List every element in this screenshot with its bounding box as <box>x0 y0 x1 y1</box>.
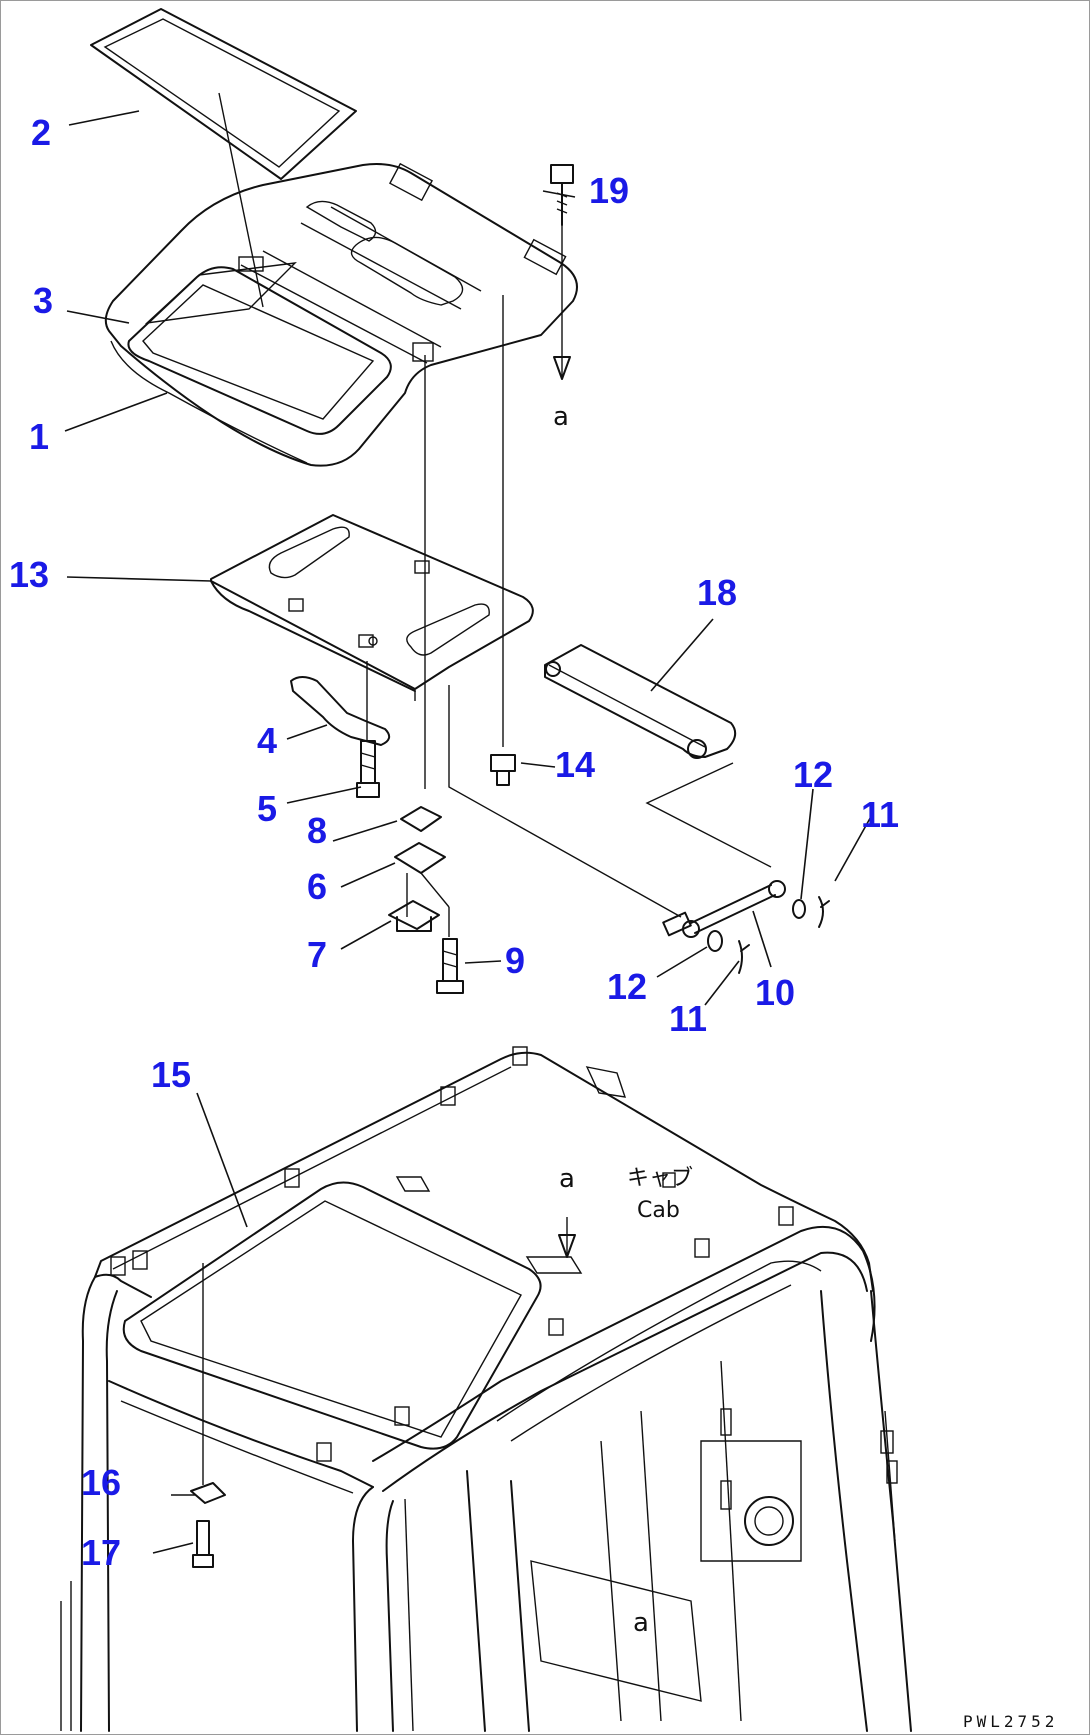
cab-bolt-marker <box>558 1217 576 1258</box>
callout-3: 3 <box>33 280 53 321</box>
part-12-washer-right <box>792 899 806 919</box>
assembly-line-10a <box>448 685 682 918</box>
callout-7: 7 <box>307 934 327 975</box>
callout-9: 9 <box>505 940 525 981</box>
reference-mark-a-upper: a <box>553 402 569 432</box>
part-18-stay-bracket <box>544 644 737 759</box>
cab-label-english: Cab <box>637 1198 680 1223</box>
callout-12-lower: 12 <box>607 966 647 1007</box>
part-17-bolt <box>192 1520 214 1568</box>
drawing-code: PWL2752 <box>963 1712 1058 1731</box>
callout-6: 6 <box>307 866 327 907</box>
callout-11-lower: 11 <box>669 998 707 1039</box>
callout-2: 2 <box>31 112 51 153</box>
callout-19: 19 <box>589 170 629 211</box>
callout-17: 17 <box>81 1532 121 1573</box>
part-6-lock <box>394 842 450 917</box>
callout-13: 13 <box>9 554 49 595</box>
callout-5: 5 <box>257 788 277 829</box>
part-10-gas-spring <box>662 880 786 938</box>
callout-8: 8 <box>307 810 327 851</box>
part-16-bracket <box>190 1263 226 1504</box>
reference-mark-a-middle: a <box>559 1164 575 1194</box>
callout-12-upper: 12 <box>793 754 833 795</box>
part-13-inner-panel <box>210 514 534 701</box>
part-8-plate <box>400 806 442 832</box>
part-14-nut <box>490 295 516 786</box>
callout-10: 10 <box>755 972 795 1013</box>
part-2-glass <box>90 8 357 308</box>
part-19-bolt <box>550 164 574 380</box>
part-7-striker <box>388 900 440 932</box>
callout-11-upper: 11 <box>861 794 899 835</box>
part-9-bolt <box>436 907 464 994</box>
part-1-roof-cover <box>104 162 578 467</box>
part-11-clip-left <box>738 940 750 974</box>
callout-15: 15 <box>151 1054 191 1095</box>
part-4-lock-lever <box>290 676 391 746</box>
callout-4: 4 <box>257 720 277 761</box>
reference-mark-a-lower: a <box>633 1608 649 1638</box>
callout-14: 14 <box>555 744 595 785</box>
assembly-line-10b <box>645 762 772 868</box>
part-12-washer-left <box>707 930 723 952</box>
callout-16: 16 <box>81 1462 121 1503</box>
callout-18: 18 <box>697 572 737 613</box>
cab-structure <box>60 1046 912 1732</box>
cab-label-japanese: キャブ <box>627 1166 693 1191</box>
part-11-clip-right <box>818 896 830 928</box>
leader-lines <box>64 110 874 1554</box>
part-5-bolt <box>356 661 380 798</box>
callout-1: 1 <box>29 416 49 457</box>
